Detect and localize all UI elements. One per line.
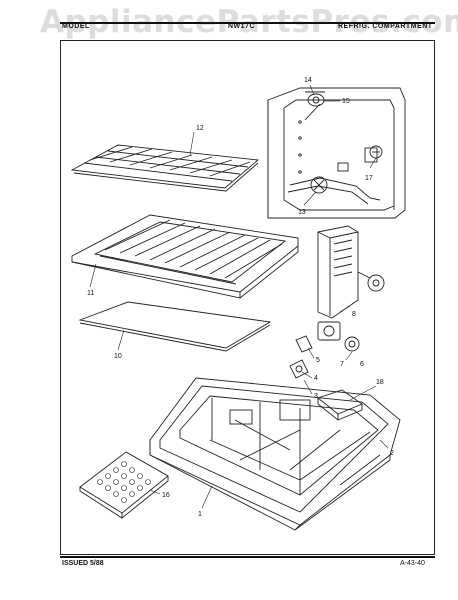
callout-18: 18 (376, 379, 384, 386)
wire-shelf (70, 144, 260, 192)
callout-3: 3 (314, 393, 318, 400)
callout-14: 14 (304, 77, 312, 84)
callout-11: 11 (87, 290, 94, 297)
header-model: MODEL (62, 23, 90, 30)
thermostat-parts (289, 321, 360, 379)
callout-13: 13 (298, 209, 306, 216)
callout-12: 12 (196, 125, 204, 132)
light-socket-part (304, 91, 325, 121)
callout-7: 7 (340, 361, 344, 368)
callout-6: 6 (360, 361, 364, 368)
header-rule (60, 22, 435, 24)
fastener-part (310, 176, 328, 194)
footer-code: A-43-40 (400, 560, 425, 567)
cabinet-interior (267, 87, 406, 219)
callout-10: 10 (114, 353, 122, 360)
callout-labels: 12 14 15 17 13 11 10 8 7 6 5 4 3 18 2 1 … (87, 77, 394, 518)
callout-8: 8 (352, 311, 356, 318)
callout-17: 17 (365, 175, 373, 182)
egg-tray (79, 451, 169, 519)
cover-part-18 (317, 389, 363, 421)
diagram-frame (60, 40, 435, 555)
leader-lines (89, 84, 389, 509)
header-section: REFRIG. COMPARTMENT (338, 23, 433, 30)
callout-4: 4 (314, 375, 318, 382)
glass-panel (78, 301, 272, 352)
callout-1: 1 (198, 511, 202, 518)
control-housing (317, 225, 385, 319)
header-center: NW17C (228, 23, 256, 30)
callout-5: 5 (316, 357, 320, 364)
crisper-cover (71, 214, 299, 299)
footer-issued: ISSUED 5/88 (62, 560, 104, 567)
callout-16: 16 (162, 492, 170, 499)
callout-15: 15 (342, 98, 350, 105)
footer-rule (60, 556, 435, 558)
callout-2: 2 (390, 450, 394, 457)
crisper-pan (149, 377, 401, 531)
egg-cups (97, 461, 151, 503)
